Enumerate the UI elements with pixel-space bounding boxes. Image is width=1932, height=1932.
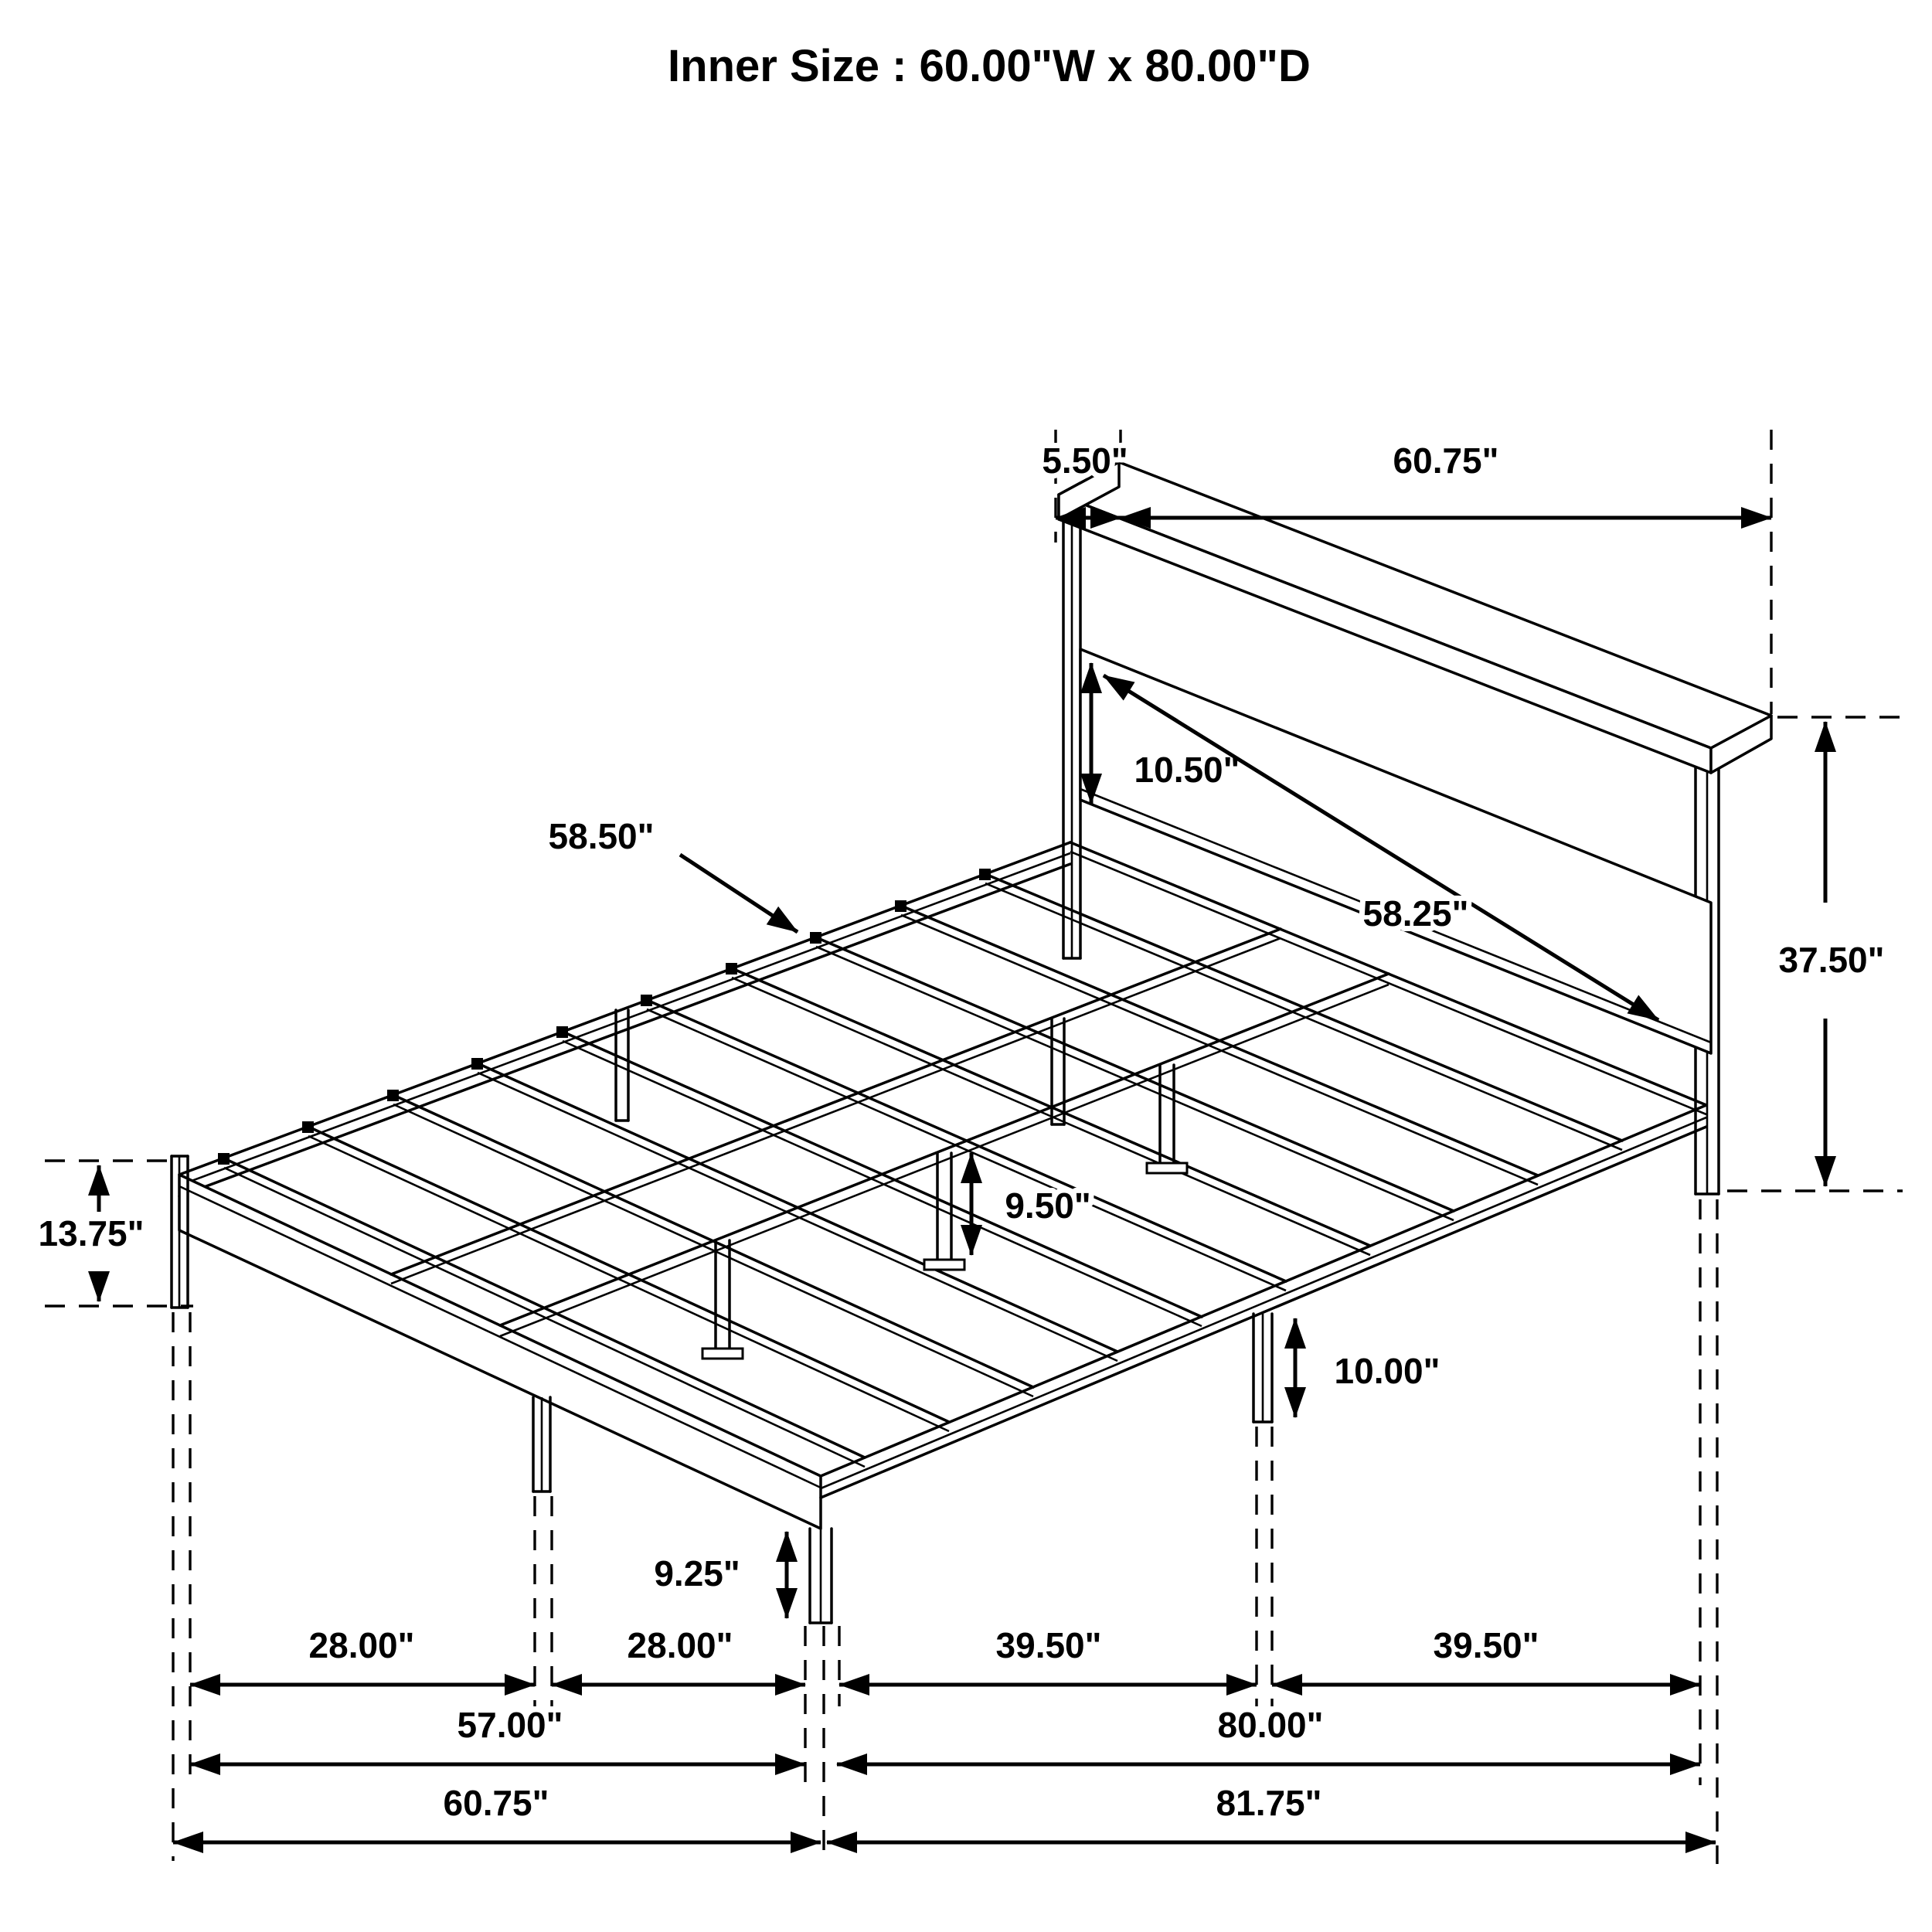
center-leg-middle: [923, 1151, 966, 1271]
dim-label-headboard-height: 37.50": [1779, 940, 1885, 980]
dim-label-center-leg-height: 9.50": [1005, 1185, 1090, 1226]
diagram-title: Inner Size : 60.00"W x 80.00"D: [668, 41, 1311, 91]
dim-label-side-depth-inner: 80.00": [1218, 1705, 1324, 1745]
dim-center-leg-height: 9.50": [961, 1152, 1097, 1256]
center-leg-rear: [1145, 1063, 1189, 1175]
legs: [170, 1009, 1274, 1624]
slat-clips: [218, 869, 991, 1165]
dim-side-leg-height: 10.00": [1284, 1318, 1445, 1418]
foot-left-post: [170, 1155, 189, 1309]
dim-label-side-span-rear: 39.50": [1434, 1625, 1539, 1665]
platform: [178, 841, 1708, 1530]
dim-headboard-top-width: 60.75": [1120, 435, 1772, 529]
dim-headboard-shelf-depth: 5.50": [1036, 435, 1134, 529]
dim-label-slat-length: 58.50": [549, 816, 655, 856]
left-side-rail: [178, 841, 1072, 1198]
dim-overall-width: 60.75": [172, 1777, 821, 1853]
dim-foot-span-left: 28.00": [189, 1620, 536, 1696]
dim-overall-depth: 81.75": [826, 1777, 1716, 1853]
dim-side-depth-inner: 80.00": [836, 1699, 1701, 1775]
dim-label-foot-span-right: 28.00": [628, 1625, 733, 1665]
right-side-rail: [819, 1104, 1708, 1499]
dim-label-overall-depth: 81.75": [1216, 1783, 1322, 1823]
dim-label-foot-width-inner: 57.00": [457, 1705, 563, 1745]
dim-foot-width-inner: 57.00": [189, 1699, 806, 1775]
inner-rail-leg-rear: [1050, 1017, 1066, 1126]
dim-label-foot-post-height: 13.75": [39, 1213, 145, 1253]
center-support-rail: [498, 972, 1390, 1338]
dim-label-headboard-top-width: 60.75": [1393, 440, 1499, 481]
headboard-left-post: [1062, 509, 1082, 960]
front-corner-leg: [808, 1527, 833, 1624]
foot-mid-leg: [532, 1396, 552, 1493]
dim-label-side-span-front: 39.50": [996, 1625, 1102, 1665]
center-leg-front: [701, 1239, 744, 1360]
dim-side-span-front: 39.50": [838, 1620, 1257, 1696]
dim-label-headboard-panel-length: 58.25": [1363, 893, 1469, 934]
dim-side-span-rear: 39.50": [1271, 1620, 1701, 1696]
dim-foot-span-right: 28.00": [551, 1620, 806, 1696]
dim-foot-post-height: 13.75": [33, 1165, 149, 1302]
dim-slat-length: 58.50": [543, 811, 799, 934]
dim-label-side-leg-height: 10.00": [1335, 1351, 1440, 1391]
headboard: [1057, 461, 1773, 1196]
dim-label-headboard-panel-height: 10.50": [1134, 750, 1240, 790]
dim-front-corner-leg-height: 9.25": [648, 1531, 798, 1619]
dim-label-headboard-shelf-depth: 5.50": [1042, 440, 1128, 481]
inner-rail-leg-front: [614, 1009, 630, 1122]
dim-label-foot-span-left: 28.00": [309, 1625, 415, 1665]
dim-label-overall-width: 60.75": [444, 1783, 549, 1823]
dim-label-front-corner-leg-height: 9.25": [654, 1553, 740, 1594]
dim-headboard-height: 37.50": [1774, 721, 1889, 1187]
dim-headboard-panel-length: 58.25": [1102, 673, 1660, 1022]
side-mid-leg: [1252, 1312, 1274, 1423]
